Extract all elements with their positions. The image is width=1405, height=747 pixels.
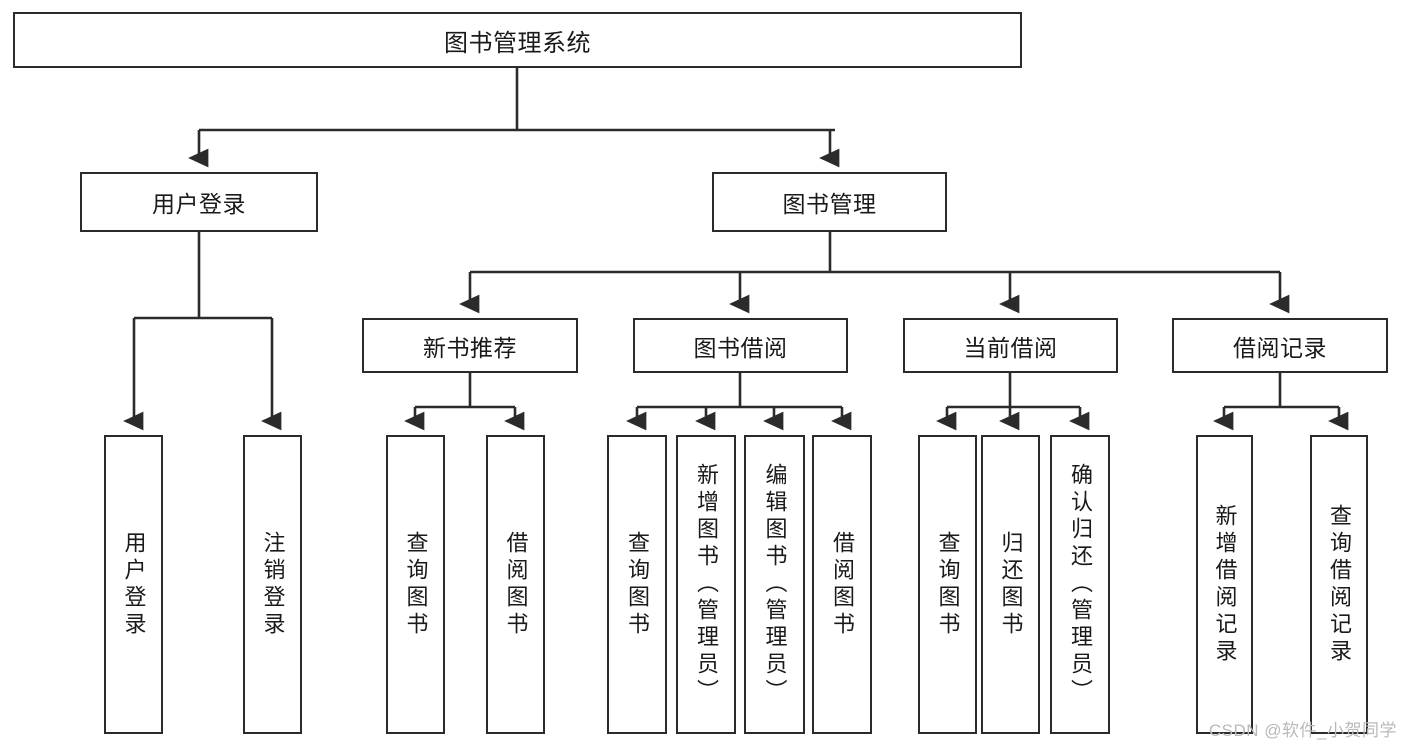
leaf-new-borrow-book[interactable]: 借阅图书 <box>486 435 545 734</box>
node-label: 注销登录 <box>260 530 286 639</box>
node-book-borrow[interactable]: 图书借阅 <box>633 318 848 373</box>
node-label: 查询借阅记录 <box>1327 503 1352 666</box>
node-label: 图书管理系统 <box>444 29 591 57</box>
node-label: 新增借阅记录 <box>1212 503 1238 666</box>
node-label: 编辑图书（管理员） <box>762 463 788 706</box>
leaf-new-query-book[interactable]: 查询图书 <box>386 435 445 734</box>
node-label: 查询图书 <box>625 530 650 639</box>
node-book-management[interactable]: 图书管理 <box>712 172 947 232</box>
leaf-record-query-borrow-record[interactable]: 查询借阅记录 <box>1310 435 1368 734</box>
node-new-book-recommend[interactable]: 新书推荐 <box>362 318 578 373</box>
leaf-user-logout[interactable]: 注销登录 <box>243 435 302 734</box>
leaf-borrow-query-book[interactable]: 查询图书 <box>607 435 667 734</box>
node-label: 归还图书 <box>998 530 1024 639</box>
leaf-borrow-add-book-admin[interactable]: 新增图书（管理员） <box>676 435 736 734</box>
node-label: 查询图书 <box>935 530 961 639</box>
leaf-current-return-book[interactable]: 归还图书 <box>981 435 1040 734</box>
node-user-login[interactable]: 用户登录 <box>80 172 318 232</box>
leaf-borrow-do-borrow[interactable]: 借阅图书 <box>812 435 872 734</box>
leaf-record-add-borrow-record[interactable]: 新增借阅记录 <box>1196 435 1253 734</box>
node-label: 当前借阅 <box>963 334 1058 361</box>
node-label: 图书借阅 <box>693 334 788 361</box>
node-borrow-record[interactable]: 借阅记录 <box>1172 318 1388 373</box>
node-system-root[interactable]: 图书管理系统 <box>13 12 1022 68</box>
node-label: 借阅图书 <box>830 530 855 639</box>
node-label: 确认归还（管理员） <box>1068 463 1093 706</box>
leaf-user-login[interactable]: 用户登录 <box>104 435 163 734</box>
node-label: 借阅记录 <box>1233 334 1327 361</box>
node-label: 查询图书 <box>403 530 429 639</box>
node-label: 用户登录 <box>152 191 246 217</box>
node-label: 新书推荐 <box>423 334 517 361</box>
leaf-current-query-book[interactable]: 查询图书 <box>918 435 977 734</box>
node-label: 新增图书（管理员） <box>694 463 719 706</box>
node-label: 借阅图书 <box>503 530 529 639</box>
node-label: 图书管理 <box>782 191 877 217</box>
csdn-watermark: CSDN @软件_小贺同学 <box>1208 721 1397 740</box>
node-current-borrow[interactable]: 当前借阅 <box>903 318 1118 373</box>
leaf-borrow-edit-book-admin[interactable]: 编辑图书（管理员） <box>744 435 805 734</box>
node-label: 用户登录 <box>121 530 147 639</box>
leaf-current-confirm-return-admin[interactable]: 确认归还（管理员） <box>1050 435 1110 734</box>
